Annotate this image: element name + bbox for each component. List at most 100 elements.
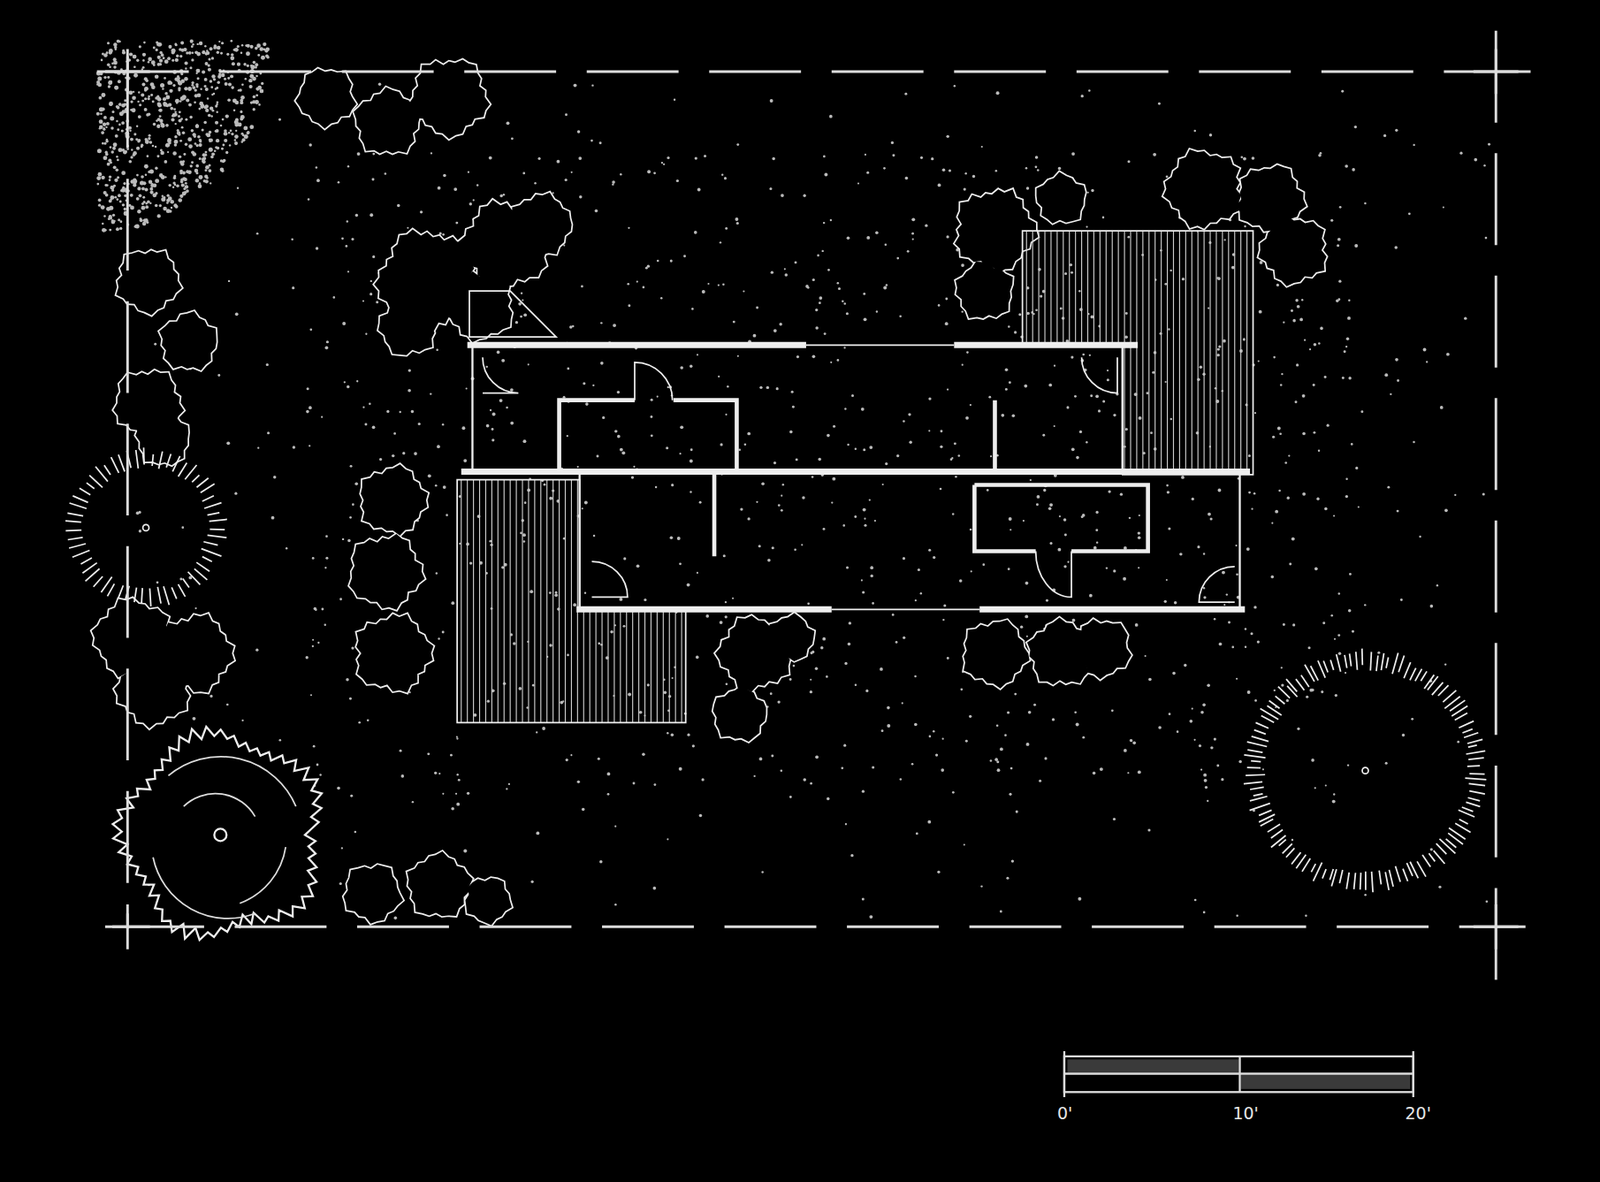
stipple-dot xyxy=(884,462,888,465)
stipple-dot xyxy=(524,501,527,504)
stipple-dot xyxy=(556,160,561,164)
stipple-dot xyxy=(1310,688,1315,693)
stipple-dot xyxy=(1310,758,1315,762)
stipple-dot xyxy=(121,109,126,114)
stipple-dot xyxy=(1158,725,1162,730)
stipple-dot xyxy=(505,406,508,409)
stipple-dot xyxy=(823,332,827,336)
stipple-dot xyxy=(308,143,312,146)
shrub-outline xyxy=(769,612,815,661)
stipple-dot xyxy=(1313,342,1318,347)
stipple-dot xyxy=(686,583,691,587)
stipple-dot xyxy=(437,637,440,640)
shrub-fill xyxy=(114,653,191,729)
stipple-dot xyxy=(690,448,694,451)
stipple-dot xyxy=(656,259,660,263)
stipple-dot xyxy=(183,190,187,194)
stipple-dot xyxy=(145,220,149,224)
stipple-dot xyxy=(694,156,698,160)
stipple-dot xyxy=(1345,345,1348,348)
stipple-dot xyxy=(142,181,146,185)
stipple-dot xyxy=(1217,276,1221,281)
stipple-dot xyxy=(571,171,573,174)
stipple-dot xyxy=(996,91,1000,95)
stipple-dot xyxy=(510,388,514,392)
stipple-dot xyxy=(505,787,508,790)
stipple-dot xyxy=(1089,394,1093,397)
stipple-dot xyxy=(489,409,492,412)
stipple-dot xyxy=(1053,425,1056,427)
stipple-dot xyxy=(216,146,221,151)
stipple-dot xyxy=(1012,413,1016,418)
stipple-dot xyxy=(160,175,166,180)
stipple-dot xyxy=(1029,479,1032,481)
stipple-dot xyxy=(132,178,137,183)
stipple-dot xyxy=(165,95,170,100)
stipple-dot xyxy=(940,768,945,772)
stipple-dot xyxy=(1066,405,1069,409)
stipple-dot xyxy=(1013,330,1017,334)
stipple-dot xyxy=(339,882,343,885)
stipple-dot xyxy=(223,77,227,81)
stipple-dot xyxy=(115,155,119,159)
stipple-dot xyxy=(842,524,846,527)
stipple-dot xyxy=(1173,601,1177,604)
stipple-dot xyxy=(103,142,107,145)
stipple-dot xyxy=(154,74,160,79)
stipple-dot xyxy=(391,454,395,458)
stipple-dot xyxy=(1023,384,1028,389)
stipple-dot xyxy=(868,914,873,919)
stipple-dot xyxy=(1146,391,1150,395)
stipple-dot xyxy=(670,259,673,263)
stipple-dot xyxy=(612,323,617,328)
stipple-dot xyxy=(188,103,192,107)
stipple-dot xyxy=(195,124,199,129)
stipple-dot xyxy=(1280,666,1283,669)
shrub-mass xyxy=(295,59,490,153)
stipple-dot xyxy=(1271,522,1273,525)
stipple-dot xyxy=(1009,528,1012,531)
stipple-dot xyxy=(172,151,176,155)
stipple-dot xyxy=(1322,621,1326,625)
stipple-dot xyxy=(523,312,527,317)
stipple-dot xyxy=(1344,164,1349,168)
stipple-dot xyxy=(829,114,833,119)
stipple-dot xyxy=(822,637,826,641)
stipple-dot xyxy=(154,191,158,195)
stipple-dot xyxy=(193,88,197,92)
stipple-dot xyxy=(442,485,447,489)
stipple-dot xyxy=(449,754,453,757)
stipple-dot xyxy=(160,83,165,88)
stipple-dot xyxy=(1333,792,1335,795)
stipple-dot xyxy=(203,121,207,125)
stipple-dot xyxy=(194,168,199,173)
stipple-dot xyxy=(325,556,328,560)
stipple-dot xyxy=(1007,567,1011,571)
stipple-dot xyxy=(666,156,670,160)
stipple-dot xyxy=(98,172,103,177)
stipple-dot xyxy=(144,164,149,169)
stipple-dot xyxy=(617,434,621,439)
stipple-dot xyxy=(881,729,884,732)
stipple-dot xyxy=(255,648,259,652)
stipple-dot xyxy=(108,175,112,178)
stipple-dot xyxy=(233,109,236,112)
stipple-dot xyxy=(102,127,105,130)
stipple-dot xyxy=(202,152,206,157)
stipple-dot xyxy=(257,447,260,450)
stipple-dot xyxy=(108,65,112,69)
stipple-dot xyxy=(1231,646,1235,649)
stipple-dot xyxy=(333,296,336,299)
stipple-dot xyxy=(1217,348,1220,351)
stipple-dot xyxy=(1022,519,1025,522)
stipple-dot xyxy=(820,646,823,649)
stipple-dot xyxy=(1360,410,1364,413)
stipple-dot xyxy=(426,752,430,755)
stipple-dot xyxy=(129,129,131,132)
stipple-dot xyxy=(206,97,209,100)
stipple-dot xyxy=(1254,411,1257,414)
stipple-dot xyxy=(773,461,777,465)
stipple-dot xyxy=(159,204,162,207)
stipple-dot xyxy=(899,777,903,781)
stipple-dot xyxy=(1279,432,1282,435)
